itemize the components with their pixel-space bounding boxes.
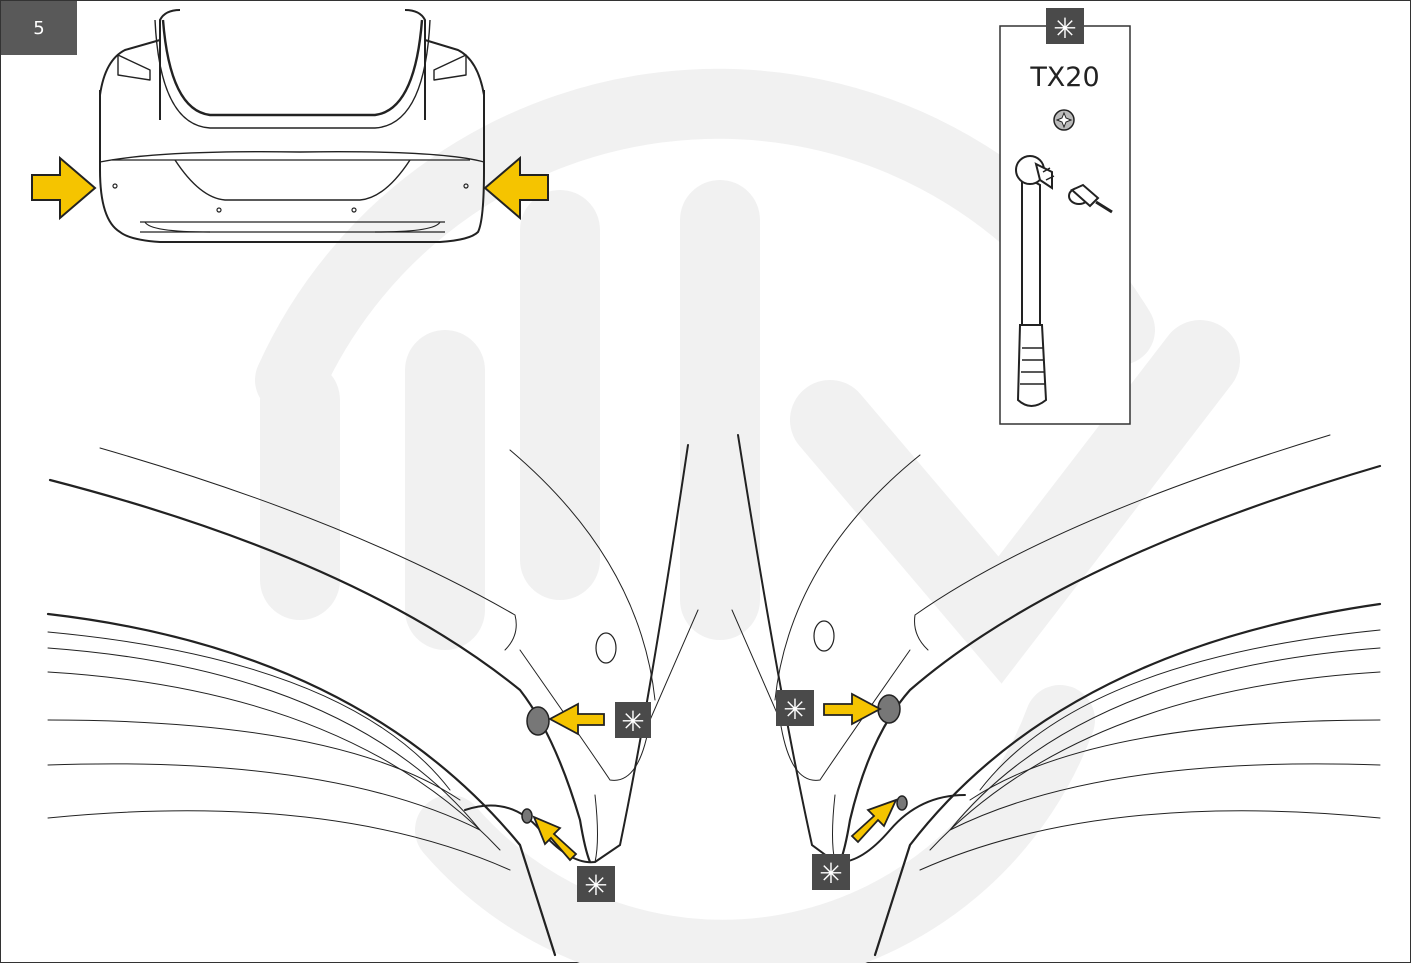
asterisk-marker-icon: ✳	[621, 705, 644, 738]
asterisk-marker-icon: ✳	[783, 693, 806, 726]
bumper-left-arrow	[31, 155, 97, 221]
left-upper-arrow	[548, 702, 605, 736]
left-lower-arrow	[532, 815, 578, 862]
left-corner-detail	[46, 444, 699, 957]
bumper-right-arrow	[483, 155, 549, 221]
asterisk-marker-icon: ✳	[1053, 12, 1076, 45]
marker-left-lower	[577, 866, 615, 902]
step-number-badge: 5	[1, 1, 77, 55]
torx-ratchet-icon	[1015, 155, 1113, 407]
right-lower-arrow	[850, 798, 898, 844]
right-upper-arrow	[823, 692, 882, 726]
rear-bumper-view	[99, 9, 485, 243]
marker-right-lower	[812, 854, 850, 890]
torx-bit-icon	[1053, 109, 1075, 131]
asterisk-marker-icon: ✳	[819, 857, 842, 890]
tool-size-label: TX20	[1030, 62, 1100, 93]
asterisk-marker-icon: ✳	[584, 869, 607, 902]
right-corner-detail	[731, 434, 1382, 957]
marker-right-upper	[776, 690, 814, 726]
marker-left-upper	[615, 702, 651, 738]
